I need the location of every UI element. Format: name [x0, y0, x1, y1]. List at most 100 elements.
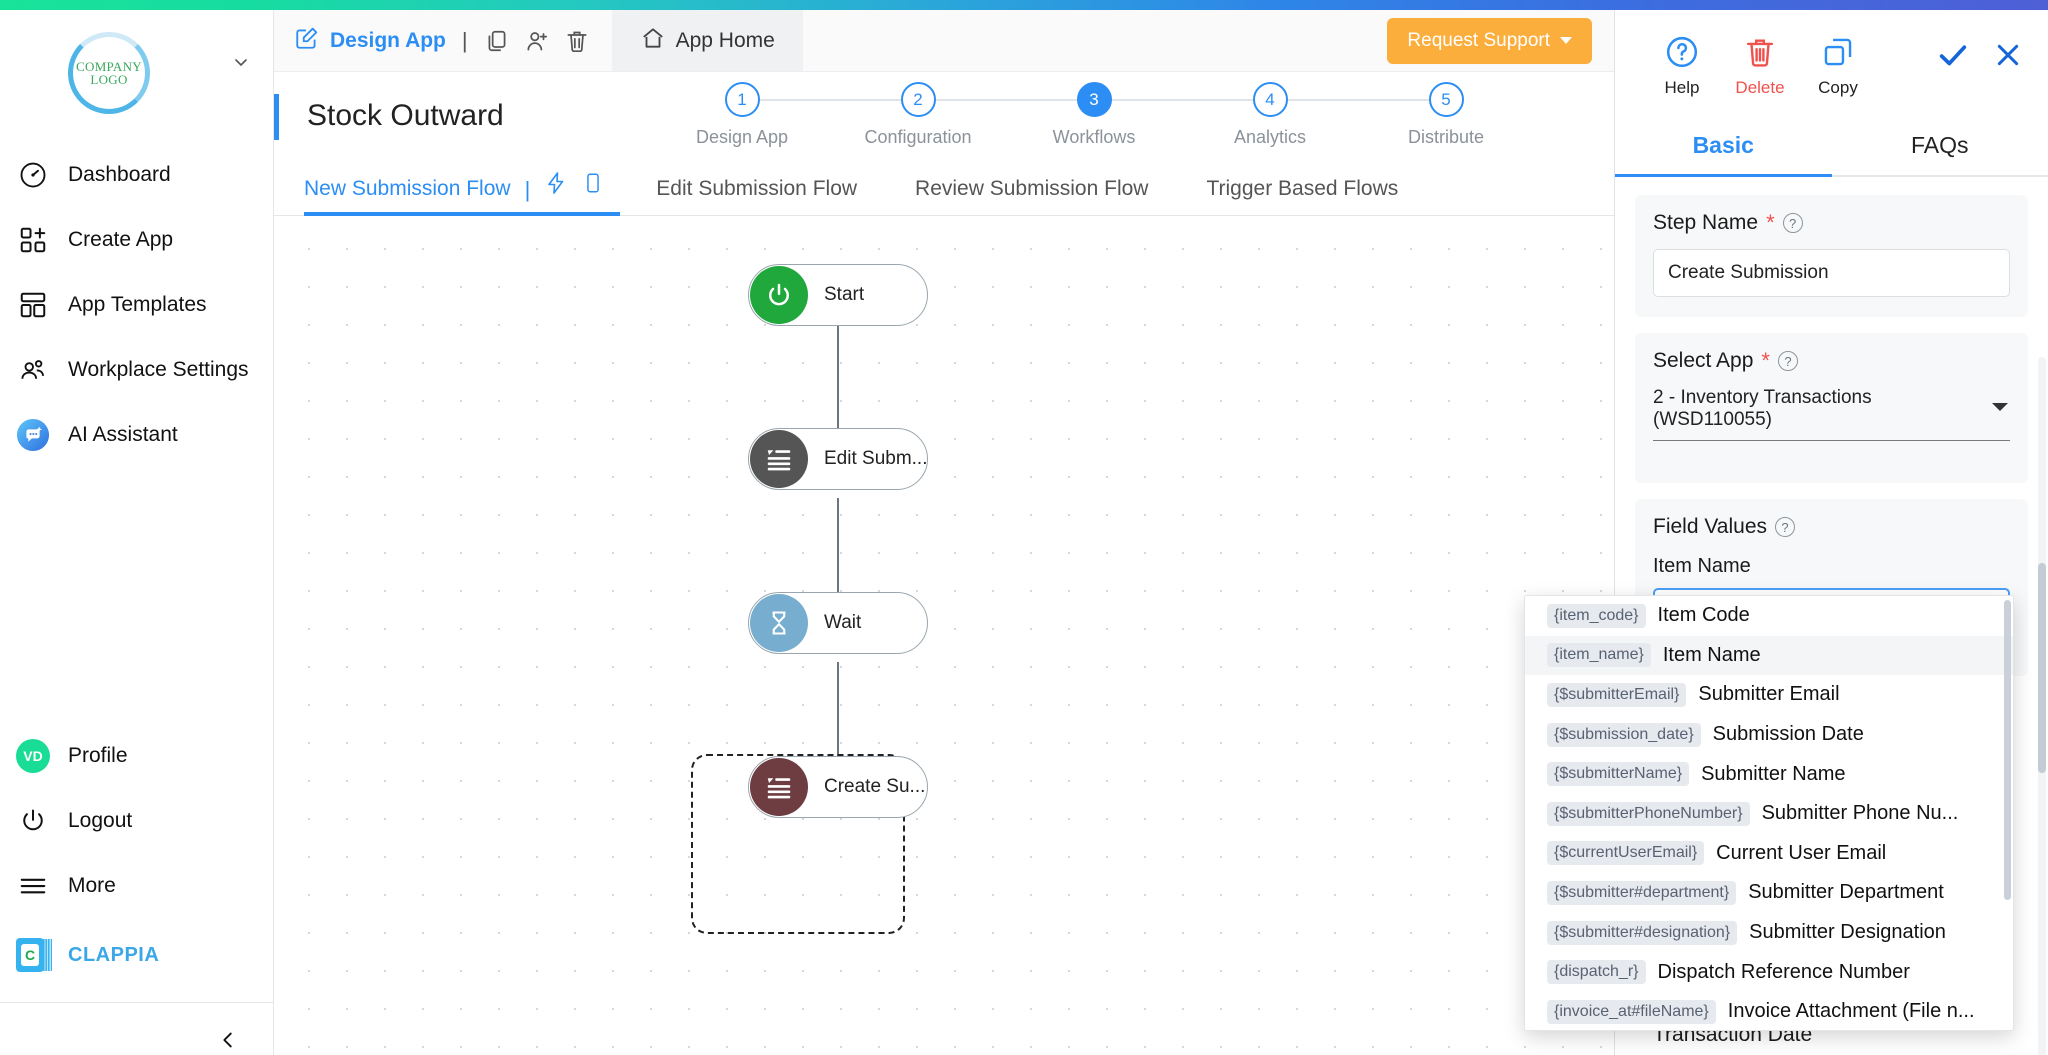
flow-node-edit-submission[interactable]: Edit Subm... — [748, 428, 928, 490]
check-icon[interactable] — [1936, 38, 1970, 77]
design-app-button[interactable]: Design App — [294, 25, 446, 56]
panel-scrollbar-thumb[interactable] — [2038, 563, 2046, 773]
flow-node-wait[interactable]: Wait — [748, 592, 928, 654]
step-connector — [1094, 99, 1270, 101]
help-tooltip-icon[interactable]: ? — [1775, 517, 1796, 537]
chevron-down-icon[interactable] — [233, 54, 249, 70]
trash-icon[interactable] — [564, 28, 590, 54]
app-home-button[interactable]: App Home — [611, 10, 803, 71]
company-logo-line2: LOGO — [90, 72, 128, 87]
select-app-dropdown[interactable]: 2 - Inventory Transactions (WSD110055) — [1653, 387, 2010, 441]
sidebar-item-logout[interactable]: Logout — [0, 788, 273, 853]
autocomplete-label: Submitter Designation — [1749, 921, 1946, 944]
autocomplete-option[interactable]: {$submitter#department} Submitter Depart… — [1525, 873, 2013, 913]
step-distribute[interactable]: 5 Distribute — [1358, 82, 1534, 148]
chevron-left-icon[interactable] — [213, 1025, 243, 1055]
tab-basic[interactable]: Basic — [1615, 118, 1832, 177]
step-workflows[interactable]: 3 Workflows — [1006, 82, 1270, 148]
autocomplete-option[interactable]: {$submitterName} Submitter Name — [1525, 754, 2013, 794]
sidebar-item-ai-assistant[interactable]: AI Assistant — [0, 402, 273, 467]
edge-edit-to-wait — [837, 498, 839, 612]
placeholder-autocomplete-dropdown[interactable]: {item_code} Item Code {item_name} Item N… — [1524, 595, 2014, 1031]
app-toolbar: Design App | — [274, 10, 1614, 72]
sidebar-item-create-app[interactable]: Create App — [0, 207, 273, 272]
autocomplete-option[interactable]: {$submitterPhoneNumber} Submitter Phone … — [1525, 794, 2013, 834]
sidebar-item-app-templates[interactable]: App Templates — [0, 272, 273, 337]
step-label: Workflows — [1052, 127, 1136, 147]
lightning-icon[interactable] — [544, 170, 568, 201]
help-tooltip-icon[interactable]: ? — [1782, 213, 1803, 233]
power-icon — [16, 804, 50, 838]
main-content: Design App | — [274, 10, 1614, 1055]
autocomplete-token: {$submitterEmail} — [1547, 682, 1687, 707]
people-icon — [16, 353, 50, 387]
flow-node-create-submission[interactable]: Create Su... — [748, 756, 928, 818]
step-number: 3 — [1076, 82, 1112, 117]
mobile-icon[interactable] — [582, 170, 604, 201]
autocomplete-token: {$currentUserEmail} — [1547, 841, 1705, 866]
left-sidebar: COMPANY LOGO Dashboard — [0, 10, 274, 1055]
autocomplete-label: Dispatch Reference Number — [1657, 960, 1910, 983]
sidebar-nav: Dashboard Create App App Templates — [0, 142, 273, 1002]
add-user-icon[interactable] — [524, 28, 550, 54]
trash-icon — [1743, 32, 1777, 72]
selected-node-outline — [691, 754, 905, 934]
autocomplete-option[interactable]: {invoice_at#fileName} Invoice Attachment… — [1525, 992, 2013, 1030]
step-design-app[interactable]: 1 Design App — [654, 82, 918, 148]
home-icon — [640, 25, 666, 57]
autocomplete-option[interactable]: {$submitter#designation} Submitter Desig… — [1525, 913, 2013, 953]
sidebar-item-profile[interactable]: VD Profile — [0, 723, 273, 788]
power-node-icon — [750, 266, 808, 324]
autocomplete-option[interactable]: {$currentUserEmail} Current User Email — [1525, 834, 2013, 874]
flow-node-label: Wait — [824, 612, 862, 633]
request-support-button[interactable]: Request Support — [1387, 17, 1592, 64]
autocomplete-option[interactable]: {$submitterEmail} Submitter Email — [1525, 675, 2013, 715]
step-configuration[interactable]: 2 Configuration — [830, 82, 1094, 148]
sidebar-item-dashboard[interactable]: Dashboard — [0, 142, 273, 207]
toolbar-left-group: Design App | — [274, 10, 612, 71]
required-marker: * — [1761, 348, 1770, 373]
help-circle-icon — [1664, 32, 1700, 72]
delete-button[interactable]: Delete — [1721, 32, 1799, 98]
autocomplete-scrollbar[interactable] — [2004, 600, 2011, 900]
copy-button[interactable]: Copy — [1799, 32, 1877, 98]
tab-faqs[interactable]: FAQs — [1910, 132, 1969, 158]
autocomplete-option[interactable]: {item_name} Item Name — [1525, 635, 2013, 676]
list-node-icon — [750, 430, 808, 488]
hourglass-node-icon — [750, 594, 808, 652]
workflow-canvas[interactable]: Start Edit Subm... Wait — [274, 216, 1614, 1055]
autocomplete-option[interactable]: {$submission_date} Submission Date — [1525, 715, 2013, 755]
autocomplete-option[interactable]: {dispatch_r} Dispatch Reference Number — [1525, 952, 2013, 992]
select-app-label: Select App — [1653, 349, 1754, 372]
company-logo: COMPANY LOGO — [68, 32, 150, 114]
sidebar-item-workplace-settings[interactable]: Workplace Settings — [0, 337, 273, 402]
help-tooltip-icon[interactable]: ? — [1777, 351, 1798, 371]
copy-icon — [1821, 32, 1855, 72]
copy-app-icon[interactable] — [484, 28, 510, 54]
hamburger-icon — [16, 869, 50, 903]
step-name-input[interactable] — [1653, 249, 2010, 297]
step-connector — [918, 99, 1094, 101]
toolbar-separator: | — [461, 27, 468, 53]
autocomplete-option[interactable]: {item_code} Item Code — [1525, 596, 2013, 636]
autocomplete-label: Submitter Phone Nu... — [1761, 802, 1959, 825]
autocomplete-label: Submission Date — [1712, 723, 1864, 746]
autocomplete-label: Submitter Department — [1748, 881, 1944, 904]
tab-new-submission-flow[interactable]: New Submission Flow — [304, 177, 511, 200]
tab-trigger-based-flows[interactable]: Trigger Based Flows — [1206, 177, 1399, 200]
help-label: Help — [1664, 78, 1700, 97]
step-name-field-header: Step Name * ? — [1653, 211, 2010, 235]
tab-review-submission-flow[interactable]: Review Submission Flow — [915, 177, 1149, 200]
close-icon[interactable] — [1992, 39, 2024, 76]
chevron-down-icon — [1560, 37, 1572, 44]
sidebar-item-more[interactable]: More — [0, 853, 273, 918]
help-button[interactable]: Help — [1643, 32, 1721, 98]
autocomplete-token: {$submitterPhoneNumber} — [1547, 801, 1750, 826]
tab-edit-submission-flow[interactable]: Edit Submission Flow — [656, 177, 858, 200]
step-analytics[interactable]: 4 Analytics — [1182, 82, 1446, 148]
clappia-brand[interactable]: C CLAPPIA — [0, 918, 273, 992]
panel-action-bar: Help Delete Copy — [1615, 10, 2048, 118]
avatar-icon: VD — [16, 738, 50, 773]
flow-node-start[interactable]: Start — [748, 264, 928, 326]
